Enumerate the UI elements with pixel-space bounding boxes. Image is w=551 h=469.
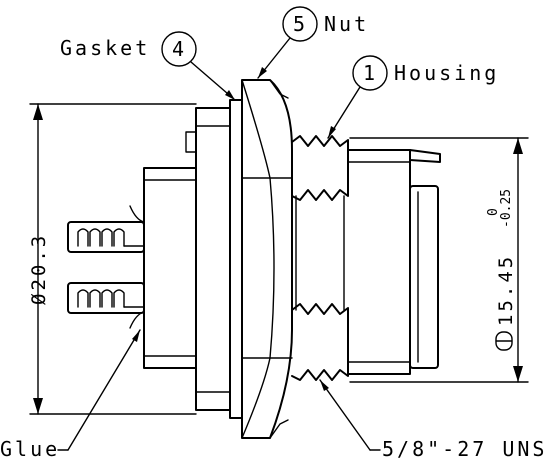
pin-upper (67, 221, 145, 253)
flange (185, 107, 231, 411)
callout-thread: 5/8"-27 UNS (319, 379, 547, 461)
tolerance-lower: -0.25 (499, 189, 514, 228)
dimension-right: 15.45 0 -0.25 (349, 137, 529, 383)
callout-number-5: 5 (293, 12, 305, 36)
front-body (347, 149, 441, 375)
callout-label-gasket: Gasket (60, 36, 150, 60)
flat-indicator-icon (495, 331, 513, 351)
callout-label-nut: Nut (324, 12, 369, 36)
gasket (229, 99, 243, 419)
dimension-value: 15.45 (495, 254, 517, 326)
housing-thread (291, 135, 349, 381)
callout-number-1: 1 (363, 61, 375, 85)
callout-glue: Glue (0, 329, 141, 461)
callout-housing: 1 Housing (327, 55, 499, 139)
nut (241, 79, 293, 439)
dimension-left: Ø20.3 (28, 103, 197, 415)
diameter-value: 20.3 (28, 233, 50, 291)
svg-text:Ø20.3: Ø20.3 (28, 233, 50, 305)
callout-number-4: 4 (172, 37, 184, 61)
pin-lower (67, 282, 145, 314)
callout-gasket: Gasket 4 (60, 31, 236, 101)
insert-body (129, 167, 197, 369)
glue-label: Glue (0, 437, 60, 461)
thread-spec-label: 5/8"-27 UNS (382, 437, 547, 461)
diameter-symbol: Ø (28, 291, 50, 305)
callout-nut: 5 Nut (257, 6, 369, 79)
callout-label-housing: Housing (394, 61, 499, 85)
tolerance-upper: 0 (486, 208, 501, 216)
